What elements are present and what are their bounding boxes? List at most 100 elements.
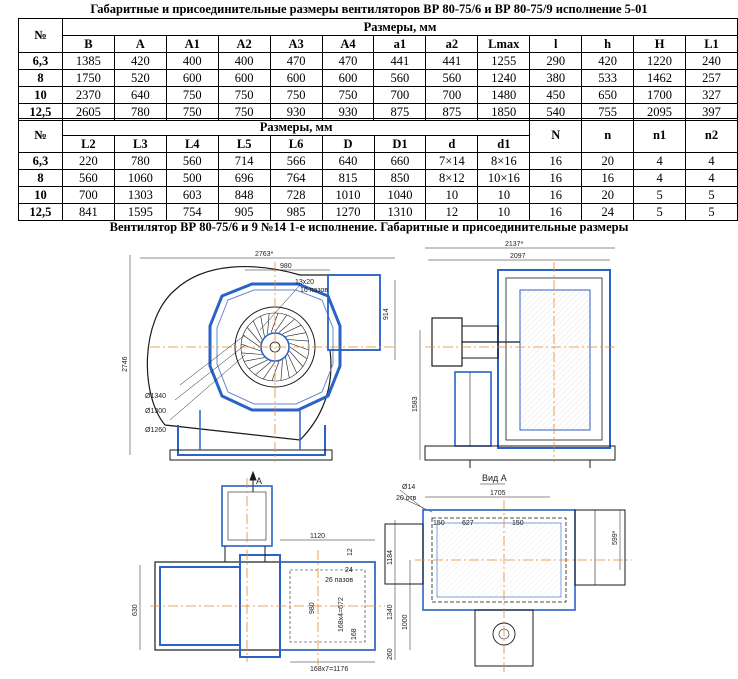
table-cell: 1750 [61,69,115,87]
dim-label: 26 пазов [325,577,353,584]
impeller-blade [255,361,272,376]
dim-label: 13x20 [295,279,314,286]
table-cell: 540 [529,103,583,121]
column-header: n1 [633,118,687,153]
dim-label: 168x7=1176 [310,666,348,673]
impeller-blade [270,312,279,333]
table-cell: 728 [269,186,323,204]
table-cell: 700 [373,86,427,104]
dim-label: 12 [347,548,354,556]
impeller-blade [289,342,310,351]
impeller-blade [278,318,295,333]
dim-label: 168x4=672 [338,597,345,632]
drawing-title: Вентилятор ВР 80-75/6 и 9 №14 1-е исполн… [109,220,629,234]
impeller-blade [280,359,283,381]
side-view [419,247,616,468]
table-cell: 24 [581,203,635,221]
front-view [129,255,396,462]
plan-view-labels: A 1120 12 24 26 пазов 168x4=672 980 630 … [132,476,358,673]
impeller-blade [271,361,280,382]
table-cell: 5 [633,203,687,221]
table-cell: 420 [113,52,167,70]
impeller-blade [241,352,263,355]
dim-label: 627 [462,520,474,527]
table-cell: 875 [425,103,479,121]
table-cell: 16 [529,152,583,170]
view-title: Вид А [482,473,507,483]
table-cell: 600 [321,69,375,87]
table-cell: 1595 [113,203,167,221]
dim-label: Ø1340 [145,393,166,400]
table-cell: 930 [269,103,323,121]
impeller-blade [267,313,270,335]
table-cell: 1480 [477,86,531,104]
dim-label: 1000 [402,614,409,630]
dim-label: 1120 [310,533,325,540]
impeller-blade [242,335,261,348]
impeller-blade [285,332,306,337]
dim-label: 2763* [255,251,274,258]
row-header: 6,3 [18,52,63,70]
table-cell: 600 [217,69,271,87]
impeller-blade [282,324,302,335]
table-cell: 10 [477,203,531,221]
row-header: 12,5 [18,203,63,221]
table-group-header: Размеры, мм [61,118,531,136]
table-cell: 257 [685,69,738,87]
dim-label: 150 [512,520,524,527]
table-cell: 16 [529,203,583,221]
table-cell: 700 [425,86,479,104]
table-cell: 815 [321,169,375,187]
column-header: L3 [113,135,167,153]
table-cell: 700 [61,186,115,204]
dim-label: 599* [612,530,619,545]
impeller-blade [252,320,263,340]
impeller-blade [260,316,265,337]
dim-label: 168 [351,628,358,640]
dim-label: 980 [280,263,292,270]
side-view-labels: 2137* 2097 1583 [412,241,526,412]
table-cell: 441 [373,52,427,70]
table-title: Габаритные и присоединительные размеры в… [90,2,648,16]
table-corner-label: № [18,18,63,53]
table-cell: 1060 [113,169,167,187]
dim-label: Ø1300 [145,408,166,415]
table-cell: 8×12 [425,169,479,187]
impeller-blade [287,354,298,374]
dim-label: 980 [309,602,316,614]
table-cell: 1462 [633,69,687,87]
impeller-blade [240,343,261,352]
column-header: A1 [165,35,219,53]
dim-label: 630 [132,604,139,616]
dim-label: 1184 [387,550,394,565]
table-cell: 2605 [61,103,115,121]
table-cell: 985 [269,203,323,221]
table-cell: 10×16 [477,169,531,187]
table-cell: 1255 [477,52,531,70]
dim-label: 914 [383,308,390,320]
impeller-blade [248,359,268,370]
column-header: N [529,118,583,153]
table-cell: 240 [685,52,738,70]
table-cell: 7×14 [425,152,479,170]
impeller-blade [285,357,290,378]
view-arrow-label: A [256,476,262,486]
table-cell: 850 [373,169,427,187]
dim-label: 2746 [122,356,129,372]
dim-label: 1583 [412,396,419,412]
table-cell: 20 [581,152,635,170]
column-header: n2 [685,118,738,153]
column-header: a1 [373,35,427,53]
column-header: L1 [685,35,738,53]
dim-label: 2097 [510,253,526,260]
table-cell: 5 [685,203,738,221]
dim-label: Ø14 [402,484,415,491]
view-a [384,483,632,672]
impeller-blade [287,339,309,342]
